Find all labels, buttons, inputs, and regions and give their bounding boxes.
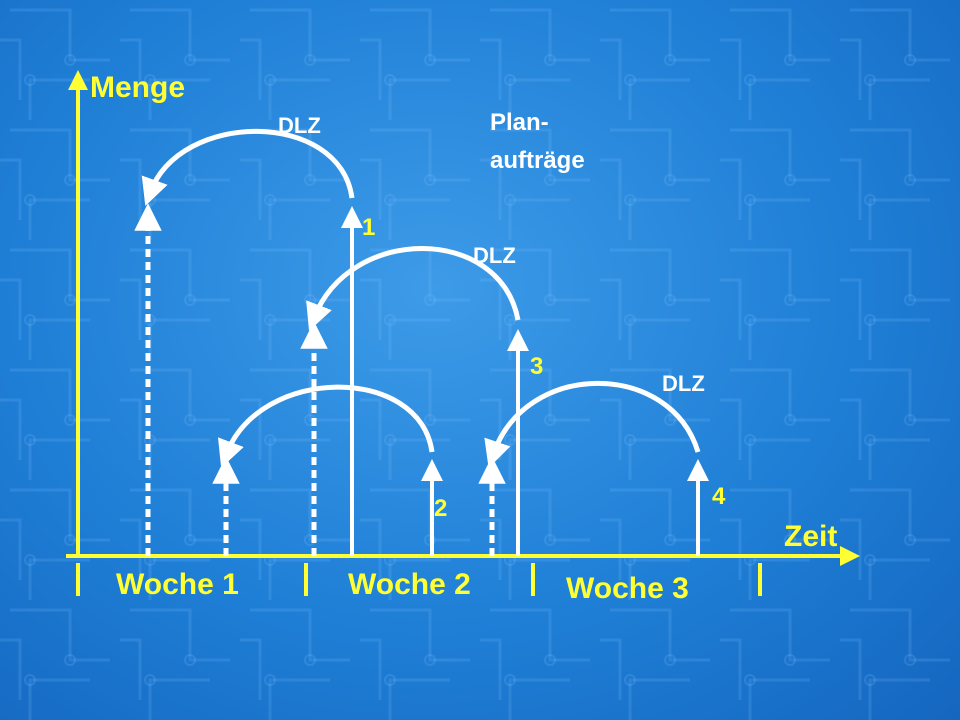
week-label-3: Woche 3 bbox=[566, 572, 689, 605]
dlz-label-4: DLZ bbox=[662, 371, 705, 396]
order-number-4: 4 bbox=[712, 483, 726, 510]
y-axis-label: Menge bbox=[90, 71, 185, 104]
x-axis-label: Zeit bbox=[784, 520, 837, 553]
lead-time-arc-2 bbox=[218, 384, 435, 468]
order-number-1: 1 bbox=[362, 214, 375, 241]
week-label-2: Woche 2 bbox=[348, 568, 471, 601]
dlz-label-1: DLZ bbox=[278, 113, 321, 138]
lead-time-arc-1 bbox=[141, 128, 355, 206]
lead-time-arc-3 bbox=[306, 246, 521, 331]
order-number-3: 3 bbox=[530, 353, 543, 380]
order-number-2: 2 bbox=[434, 495, 447, 522]
lead-time-arc-4 bbox=[484, 381, 701, 469]
legend-line-1: Plan- bbox=[490, 109, 549, 136]
dlz-label-3: DLZ bbox=[473, 243, 516, 268]
legend-line-2: aufträge bbox=[490, 147, 585, 174]
week-label-1: Woche 1 bbox=[116, 568, 239, 601]
